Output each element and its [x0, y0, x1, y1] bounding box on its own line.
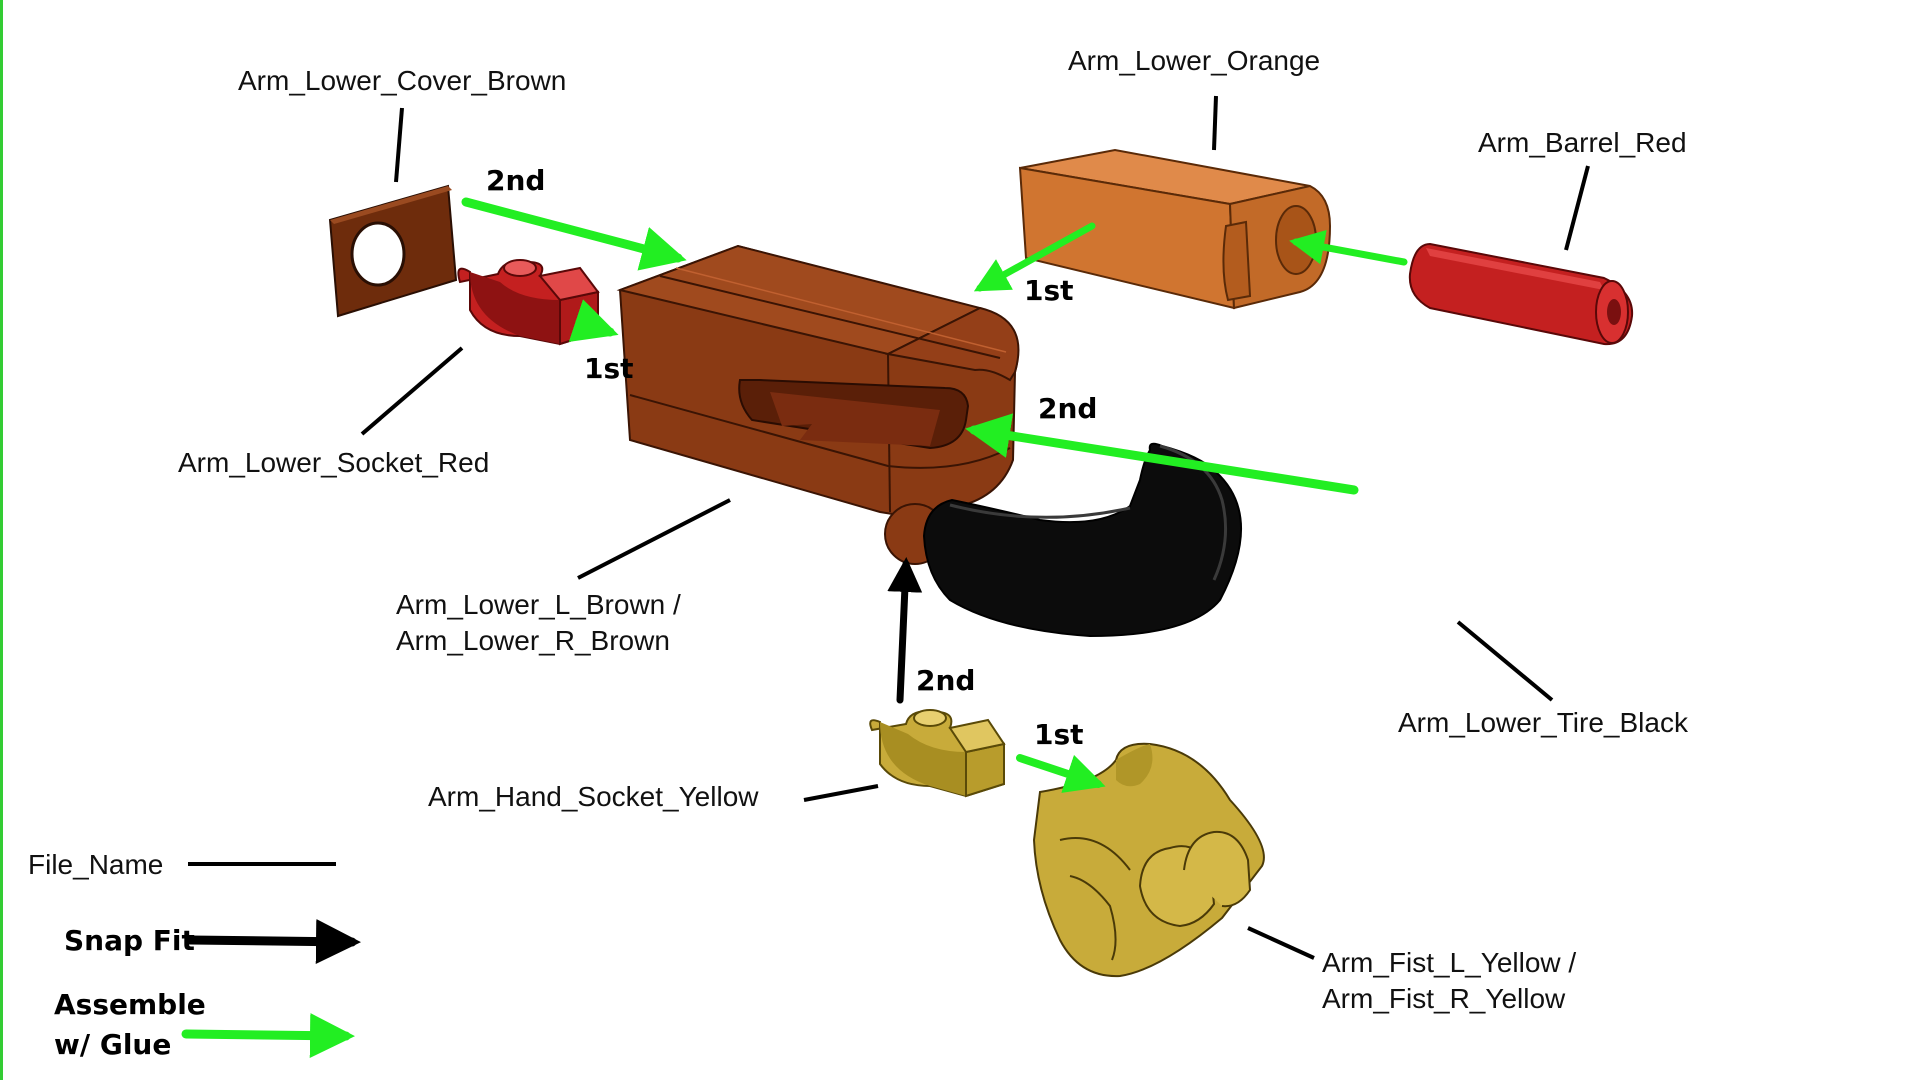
leader-lower-orange	[1212, 95, 1218, 151]
part-fist-yellow	[1032, 742, 1265, 978]
legend-glue-label-line2: w/ Glue	[54, 1028, 171, 1061]
leader-hand-socket	[803, 784, 879, 802]
label-fist-l: Arm_Fist_L_Yellow /	[1322, 947, 1576, 978]
glue-arrow-fist-to-socket	[1016, 754, 1106, 793]
part-cover-brown	[328, 184, 458, 318]
glue-arrow-barrel-to-orange	[1289, 229, 1408, 266]
leader-fist	[1247, 926, 1315, 960]
leader-socket-red	[360, 346, 464, 436]
label-tire-black: Arm_Lower_Tire_Black	[1398, 707, 1689, 738]
order-socket-to-body: 1st	[584, 352, 634, 385]
leader-tire-black	[1456, 620, 1554, 702]
legend-glue-arrow	[181, 1013, 355, 1059]
label-hand-socket: Arm_Hand_Socket_Yellow	[428, 781, 759, 812]
legend-file-name-label: File_Name	[28, 849, 163, 880]
part-barrel-red	[1408, 242, 1634, 346]
part-socket-red	[457, 259, 600, 346]
part-hand-socket-yellow	[869, 709, 1006, 798]
leader-barrel-red	[1564, 165, 1590, 251]
label-barrel-red: Arm_Barrel_Red	[1478, 127, 1687, 158]
leader-lower-brown	[577, 498, 731, 580]
legend-snap-fit-arrow	[185, 919, 361, 965]
leader-cover-brown	[394, 107, 404, 183]
order-cover-to-body: 2nd	[486, 164, 545, 197]
legend-glue-label-line1: Assemble	[54, 988, 206, 1021]
part-tire-black	[922, 442, 1243, 638]
label-lower-brown-l: Arm_Lower_L_Brown /	[396, 589, 681, 620]
label-socket-red: Arm_Lower_Socket_Red	[178, 447, 489, 478]
label-cover-brown: Arm_Lower_Cover_Brown	[238, 65, 566, 96]
snap-arrow-socket-to-body	[887, 557, 923, 704]
label-fist-r: Arm_Fist_R_Yellow	[1322, 983, 1566, 1014]
glue-arrow-tire-to-body	[965, 413, 1359, 495]
order-hand-socket-to-body: 2nd	[916, 664, 975, 697]
part-lower-orange	[1018, 148, 1332, 310]
legend: File_Name Snap Fit Assemble w/ Glue	[28, 849, 361, 1061]
order-orange-to-body: 1st	[1024, 274, 1074, 307]
order-tire-to-body: 2nd	[1038, 392, 1097, 425]
glue-arrow-cover-to-body	[461, 197, 687, 271]
legend-snap-fit-label: Snap Fit	[64, 924, 195, 957]
label-lower-brown-r: Arm_Lower_R_Brown	[396, 625, 670, 656]
order-fist-to-socket: 1st	[1034, 718, 1084, 751]
left-border	[0, 0, 3, 1080]
glue-arrow-orange-to-body	[973, 222, 1096, 292]
part-lower-brown-body	[616, 244, 1020, 565]
label-lower-orange: Arm_Lower_Orange	[1068, 45, 1320, 76]
glue-arrow-socket-to-body	[568, 299, 619, 342]
